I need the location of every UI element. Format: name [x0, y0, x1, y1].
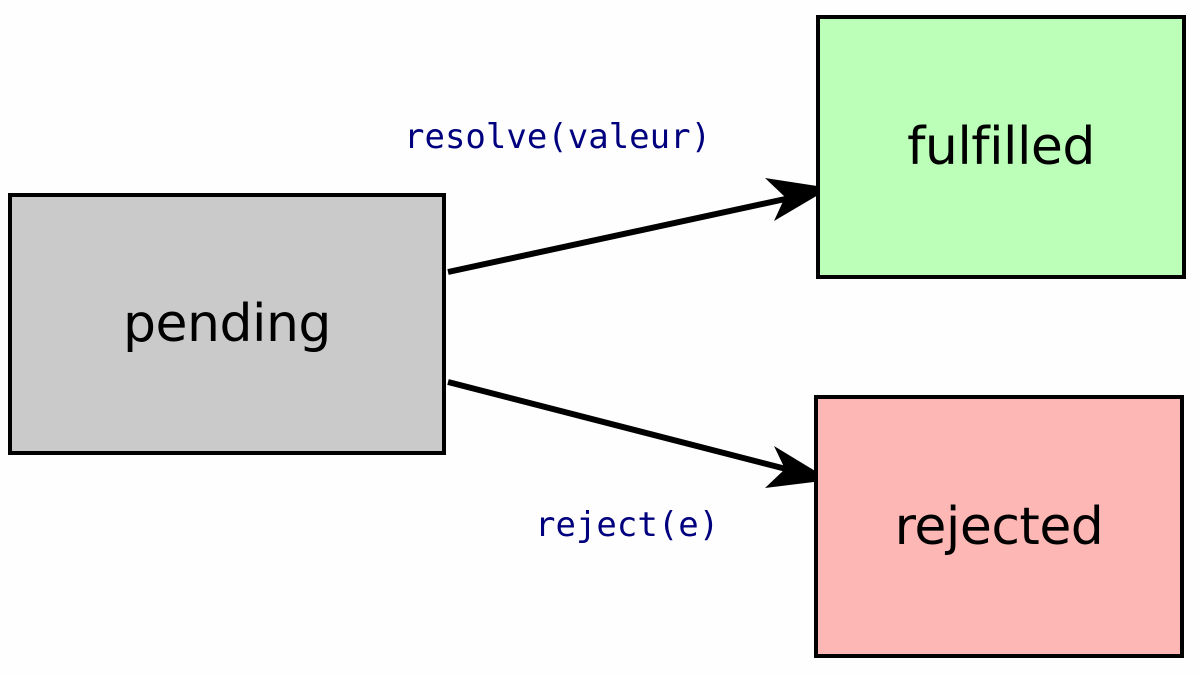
state-pending-label: pending [123, 294, 331, 354]
state-pending: pending [8, 193, 446, 455]
arrow-resolve-shaft [447, 195, 791, 275]
state-rejected-label: rejected [894, 496, 1104, 557]
state-rejected: rejected [814, 395, 1184, 658]
arrow-resolve-head [765, 178, 830, 221]
state-fulfilled: fulfilled [816, 15, 1186, 279]
state-fulfilled-label: fulfilled [907, 117, 1095, 177]
transition-resolve-label: resolve(valeur) [404, 117, 712, 157]
arrow-resolve [447, 178, 830, 275]
arrow-reject [447, 379, 830, 488]
transition-reject-label: reject(e) [535, 505, 720, 545]
arrow-reject-head [765, 446, 830, 488]
arrow-reject-shaft [447, 379, 791, 473]
